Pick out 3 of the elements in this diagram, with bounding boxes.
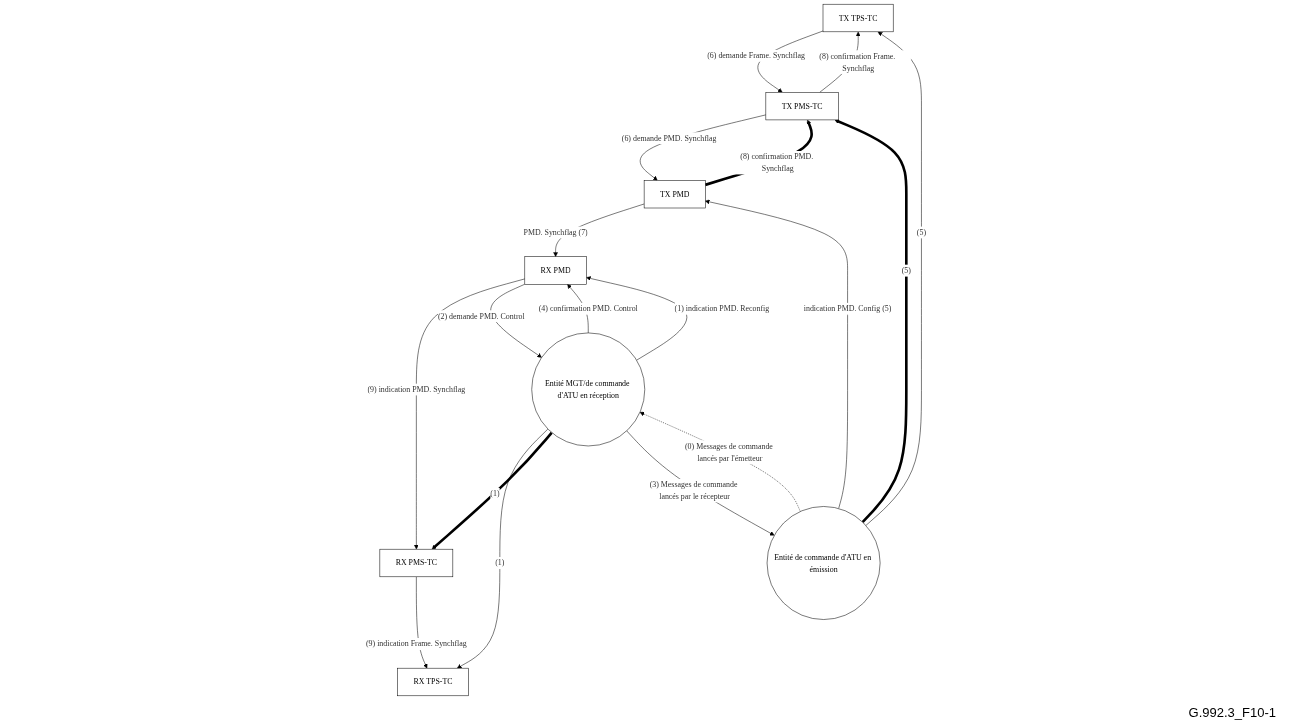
figure-id: G.992.3_F10-1 [1188, 705, 1276, 720]
arrow [431, 431, 553, 550]
arrow [834, 119, 908, 523]
